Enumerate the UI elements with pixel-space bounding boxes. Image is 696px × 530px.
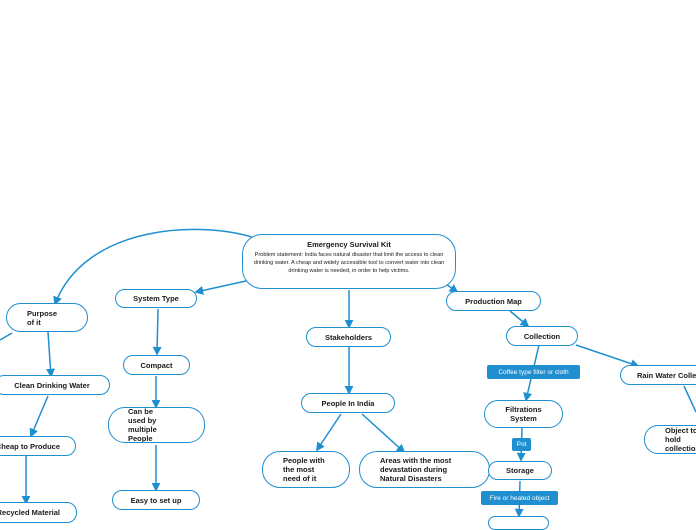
- node-stakeholders[interactable]: Stakeholders: [306, 327, 391, 347]
- node-system-type[interactable]: System Type: [115, 289, 197, 308]
- edge-purpose-offscreen: [0, 332, 13, 341]
- edge-purpose-cleanwater: [46, 331, 55, 378]
- node-collection-label: Collection: [523, 331, 561, 341]
- node-clean-drinking-water-label: Clean Drinking Water: [14, 380, 90, 390]
- node-cheap-to-produce[interactable]: Cheap to Produce: [0, 436, 76, 456]
- node-multiple-people-label: Can be used by multiple People: [128, 407, 157, 443]
- node-purpose-label: Purpose of it: [27, 308, 58, 327]
- edge-rainwater-object: [683, 385, 696, 413]
- node-people-in-india[interactable]: People In India: [301, 393, 395, 413]
- tag-fire-heated-object-label: Fire or heated object: [489, 494, 550, 502]
- edge-systemtype-compact: [152, 308, 162, 356]
- node-object-to-hold[interactable]: Object to hold collection: [644, 425, 696, 454]
- node-stakeholders-label: Stakeholders: [324, 332, 373, 342]
- edge-india-mostneed: [316, 413, 342, 452]
- node-object-to-hold-label: Object to hold collection: [665, 426, 696, 453]
- node-devastation-areas-label: Areas with the most devastation during N…: [380, 456, 452, 483]
- node-rain-water-collection-label: Rain Water Collection: [637, 370, 696, 380]
- node-devastation-areas[interactable]: Areas with the most devastation during N…: [359, 451, 490, 488]
- edge-root-purpose: [53, 228, 256, 306]
- node-system-type-label: System Type: [133, 294, 179, 303]
- node-easy-setup-label: Easy to set up: [130, 495, 182, 505]
- tag-coffee-filter[interactable]: Coffee type filter or cloth: [487, 365, 580, 379]
- root-title: Emergency Survival Kit: [307, 240, 391, 249]
- edge-root-systemtype: [194, 280, 247, 295]
- node-compact-label: Compact: [140, 360, 173, 370]
- node-production-map-label: Production Map: [465, 296, 522, 306]
- node-collection[interactable]: Collection: [506, 326, 578, 346]
- tag-coffee-filter-label: Coffee type filter or cloth: [498, 368, 569, 376]
- edge-cleanwater-cheap: [29, 395, 49, 438]
- root-description: Problem statement: India faces natural d…: [253, 252, 445, 274]
- node-purpose[interactable]: Purpose of it: [6, 303, 88, 332]
- node-compact[interactable]: Compact: [123, 355, 190, 375]
- node-production-map[interactable]: Production Map: [446, 291, 541, 311]
- edge-india-devastation: [361, 413, 406, 454]
- node-filtration-system[interactable]: Filtrations System: [484, 400, 563, 428]
- node-people-in-india-label: People In India: [321, 398, 375, 408]
- node-most-need[interactable]: People with the most need of it: [262, 451, 350, 488]
- node-storage[interactable]: Storage: [488, 461, 552, 480]
- tag-pot[interactable]: Pot: [512, 438, 531, 451]
- root-node[interactable]: Emergency Survival Kit Problem statement…: [242, 234, 456, 289]
- edge-root-productionmap: [445, 283, 459, 294]
- node-most-need-label: People with the most need of it: [283, 456, 325, 483]
- node-filtration-system-label: Filtrations System: [505, 405, 542, 423]
- node-rain-water-collection[interactable]: Rain Water Collection: [620, 365, 696, 385]
- edge-collection-rainwater: [575, 344, 640, 368]
- tag-pot-label: Pot: [516, 441, 527, 448]
- node-cheap-to-produce-label: Cheap to Produce: [0, 441, 60, 451]
- tag-fire-heated-object[interactable]: Fire or heated object: [481, 491, 558, 505]
- node-next-step[interactable]: [488, 516, 549, 530]
- node-recycled-material-label: Recycled Material: [0, 508, 60, 517]
- node-multiple-people[interactable]: Can be used by multiple People: [108, 407, 205, 443]
- edge-productionmap-collection: [509, 310, 530, 328]
- node-clean-drinking-water[interactable]: Clean Drinking Water: [0, 375, 110, 395]
- node-easy-setup[interactable]: Easy to set up: [112, 490, 200, 510]
- node-storage-label: Storage: [506, 466, 534, 475]
